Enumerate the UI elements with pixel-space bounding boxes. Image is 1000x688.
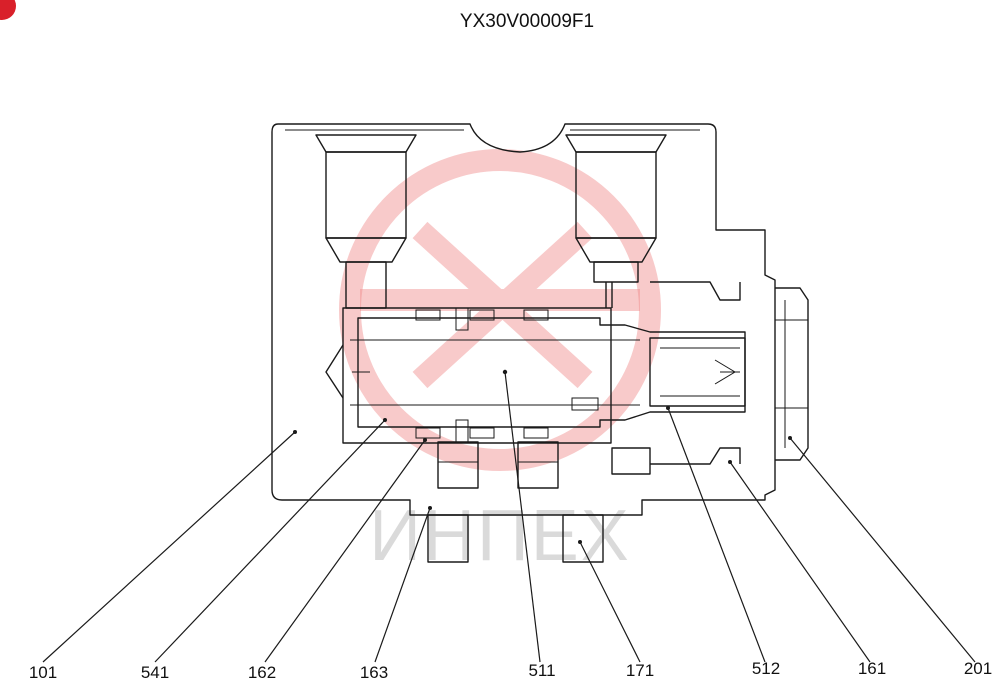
- watermark-logo: [339, 149, 661, 471]
- valve-housing: [271, 123, 776, 516]
- callout-541: 541: [141, 663, 169, 682]
- callout-512: 512: [752, 659, 780, 678]
- callout-161: 161: [858, 659, 886, 678]
- leader-lines: [42, 371, 976, 663]
- callout-162: 162: [248, 663, 276, 682]
- solenoid-right: [565, 134, 667, 283]
- corner-badge: [0, 0, 16, 20]
- rod-512: [649, 337, 746, 407]
- fitting-171: [517, 441, 604, 563]
- callout-163: 163: [360, 663, 388, 682]
- spool-bore: [325, 282, 613, 444]
- fitting-163: [427, 441, 479, 563]
- spool-511: [350, 307, 746, 443]
- callout-511: 511: [528, 661, 555, 680]
- drawing-code: YX30V00009F1: [460, 11, 594, 32]
- callout-201: 201: [964, 659, 992, 678]
- end-plug-201: [775, 287, 809, 461]
- callout-101: 101: [29, 663, 57, 682]
- callout-171: 171: [626, 661, 654, 680]
